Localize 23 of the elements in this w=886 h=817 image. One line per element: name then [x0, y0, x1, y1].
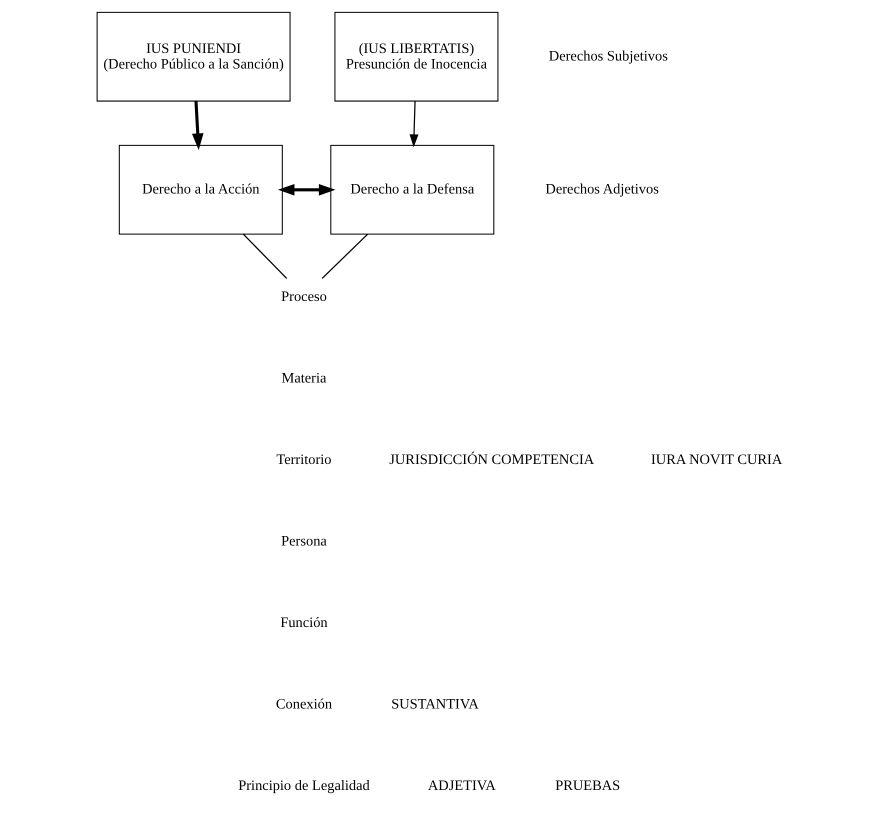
arrow — [192, 101, 204, 150]
node-box: IUS PUNIENDI (Derecho Público a la Sanción) — [96, 12, 291, 102]
node-text: Proceso — [281, 288, 327, 305]
label: Materia — [282, 370, 326, 386]
label: Principio de Legalidad — [238, 778, 370, 794]
label: IURA NOVIT CURIA — [651, 452, 782, 468]
label: Persona — [281, 533, 327, 550]
label: ADJETIVA — [428, 778, 496, 794]
arrow — [410, 101, 418, 148]
label: Derechos Subjetivos — [548, 48, 668, 65]
arrow — [278, 184, 336, 196]
label: JURISDICCIÓN COMPETENCIA — [389, 452, 594, 468]
label: Conexión — [276, 696, 332, 712]
label: Territorio — [276, 452, 332, 468]
connector — [242, 234, 288, 279]
node-box: (IUS LIBERTATIS) Presunción de Inocencia — [334, 12, 498, 102]
label: SUSTANTIVA — [391, 696, 479, 712]
node-box: Derecho a la Defensa — [330, 144, 494, 235]
label: Derechos Adjetivos — [545, 182, 659, 198]
connector — [322, 234, 368, 279]
node-box: Derecho a la Acción — [118, 144, 283, 235]
label: Función — [280, 614, 328, 631]
label: PRUEBAS — [555, 778, 620, 794]
